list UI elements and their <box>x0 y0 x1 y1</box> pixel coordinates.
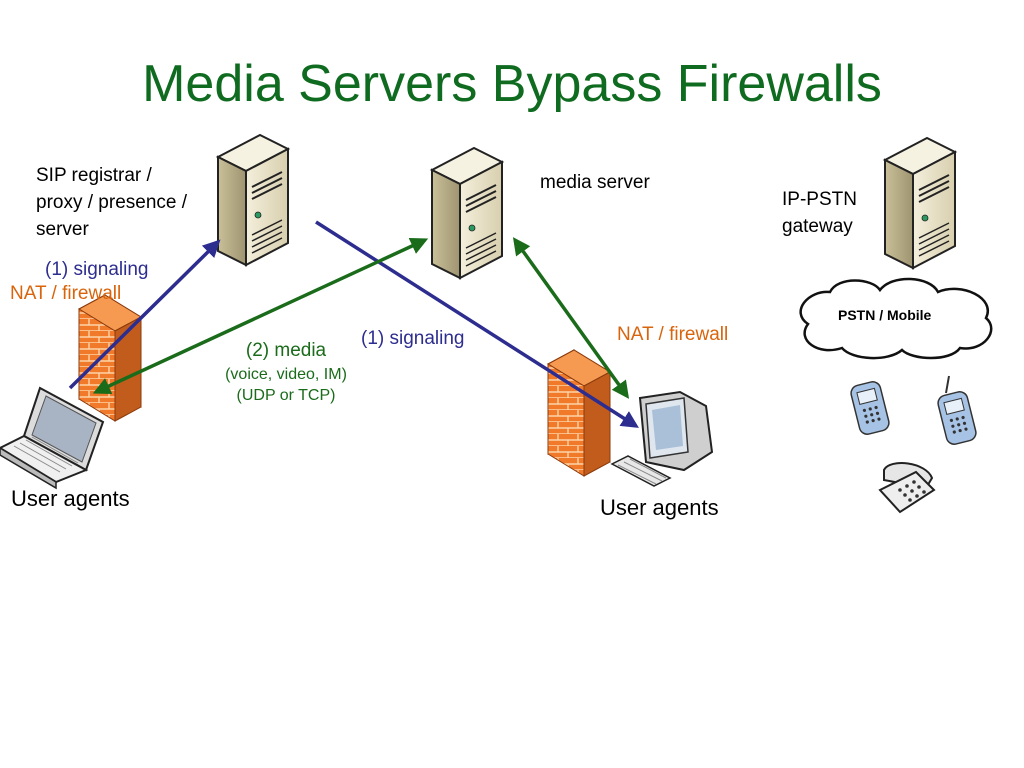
media-server-icon <box>431 147 503 279</box>
desk-phone-icon <box>878 462 936 514</box>
nat-firewall-label-right: NAT / firewall <box>617 324 729 345</box>
signaling-label-right: (1) signaling <box>361 328 465 349</box>
firewall-right-icon <box>547 349 611 477</box>
sip-server-icon <box>217 134 289 266</box>
media-server-label: media server <box>540 172 650 193</box>
sip-server-label: SIP registrar / proxy / presence / serve… <box>36 165 188 240</box>
mobile-phone-icon <box>848 379 892 437</box>
pstn-cloud-label: PSTN / Mobile <box>838 307 932 323</box>
mobile-phone-antenna-icon <box>945 375 950 394</box>
laptop-icon <box>0 386 105 490</box>
pstn-cloud-icon <box>799 277 993 360</box>
gateway-server-icon <box>884 137 956 269</box>
media-arrow-right <box>512 237 630 399</box>
signaling-label-left: (1) signaling <box>45 259 149 280</box>
media-label: (2) media (voice, video, IM) (UDP or TCP… <box>225 340 347 404</box>
firewall-left-icon <box>78 294 142 422</box>
slide-title: Media Servers Bypass Firewalls <box>142 55 882 113</box>
user-agents-label-right: User agents <box>600 495 719 520</box>
mobile-phone-icon <box>935 389 979 447</box>
media-arrow-left <box>92 237 429 395</box>
nat-firewall-label-left: NAT / firewall <box>10 283 122 304</box>
user-agents-label-left: User agents <box>11 486 130 511</box>
desktop-computer-icon <box>610 390 714 487</box>
gateway-label: IP-PSTN gateway <box>782 189 857 237</box>
